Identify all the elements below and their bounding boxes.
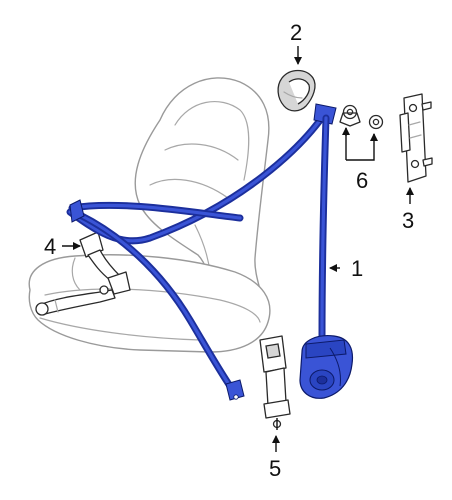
seat-belt-assembly <box>66 103 354 401</box>
callout-6: 6 <box>356 168 368 193</box>
callout-4: 4 <box>44 234 56 259</box>
callout-1: 1 <box>351 256 363 281</box>
callout-leaders <box>62 46 414 452</box>
seat-buckle-stalk <box>35 231 131 316</box>
seat-cushion <box>28 254 271 353</box>
nuts <box>339 104 384 130</box>
seat-outline <box>28 77 271 353</box>
trim-cover <box>277 69 316 112</box>
callout-2: 2 <box>290 20 302 45</box>
callout-3: 3 <box>402 208 414 233</box>
buckle-receiver <box>259 335 291 430</box>
callout-5: 5 <box>269 456 281 481</box>
height-adjuster <box>399 93 433 183</box>
seat-back-contour <box>174 101 250 181</box>
